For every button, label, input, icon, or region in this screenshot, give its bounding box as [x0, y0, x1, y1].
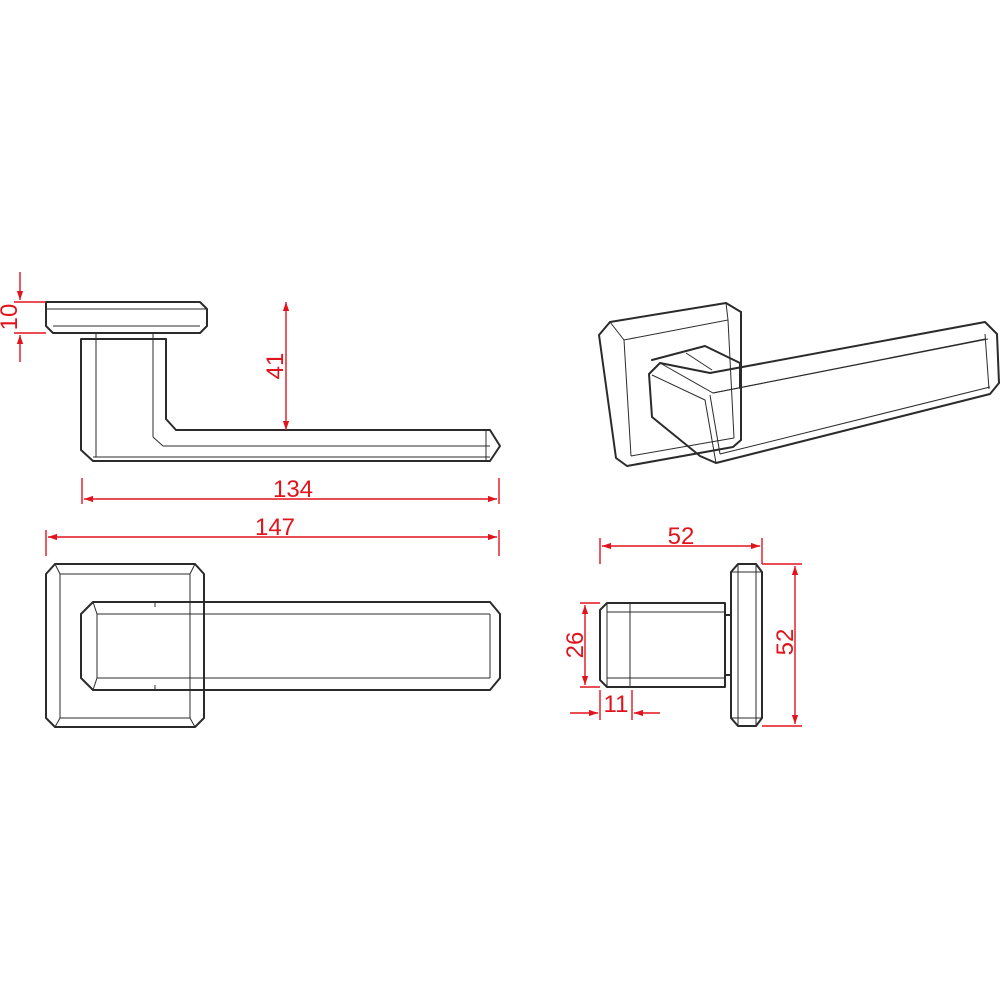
- dim-rose-size: 52: [762, 563, 802, 727]
- end-rose: [730, 563, 763, 727]
- dim-rose-thickness-label: 10: [0, 304, 23, 331]
- front-rose: [45, 563, 205, 728]
- dim-rose-size-label: 52: [772, 629, 799, 656]
- end-grip: [599, 602, 726, 688]
- dim-neck-width: 26: [562, 602, 600, 688]
- dim-lever-height: 41: [262, 302, 290, 430]
- dim-grip-depth-label: 11: [604, 691, 629, 718]
- side-rose: [45, 301, 208, 334]
- front-lever: [80, 601, 501, 691]
- dim-lever-height-label: 41: [262, 353, 289, 380]
- perspective-view: [598, 302, 1000, 467]
- dim-neck-width-label: 26: [562, 632, 589, 659]
- dim-total-length-label: 147: [255, 514, 295, 541]
- dim-lever-length-label: 134: [273, 476, 313, 503]
- dim-total-length: 147: [45, 514, 500, 556]
- end-view: [599, 563, 763, 727]
- dim-lever-length: 134: [81, 476, 500, 504]
- front-view: [45, 563, 501, 728]
- perspective-rose: [598, 302, 742, 467]
- dim-rose-thickness: 10: [0, 272, 46, 362]
- dim-grip-depth: 11: [570, 690, 660, 720]
- side-lever: [80, 338, 501, 462]
- perspective-lever: [648, 321, 1000, 464]
- dim-rose-depth-label: 52: [668, 523, 695, 550]
- side-view: [45, 301, 501, 462]
- dim-rose-depth: 52: [599, 523, 763, 564]
